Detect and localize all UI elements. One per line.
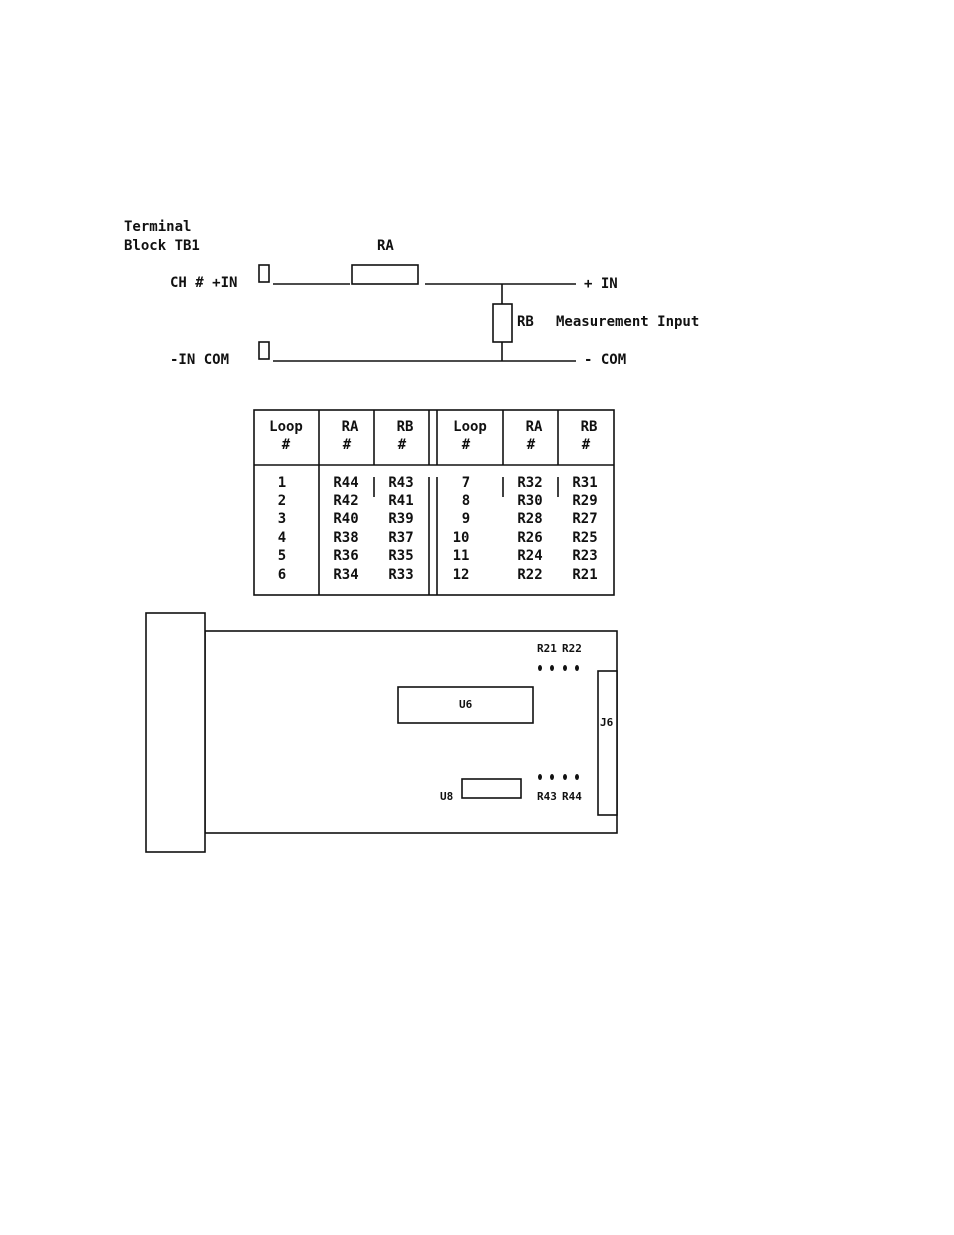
rb-label: RB: [517, 314, 534, 330]
svg-text:R30: R30: [517, 493, 542, 509]
terminal-plus-in: [259, 265, 269, 282]
svg-text:R41: R41: [388, 493, 413, 509]
svg-text:10: 10: [453, 530, 470, 546]
chip-u8: [462, 779, 521, 798]
svg-text:8: 8: [462, 493, 470, 509]
resistor-table: Loop # RA # RB # Loop # RA # RB # 1 R44 …: [254, 410, 614, 595]
svg-text:R42: R42: [333, 493, 358, 509]
svg-text:R35: R35: [388, 548, 413, 564]
u8-label: U8: [440, 790, 453, 803]
header-ra-2-num: #: [527, 437, 536, 453]
svg-text:R24: R24: [517, 548, 542, 564]
svg-text:12: 12: [453, 567, 470, 583]
header-rb-1-num: #: [398, 437, 407, 453]
svg-text:R22: R22: [517, 567, 542, 583]
r22-label: R22: [562, 642, 582, 655]
svg-text:R37: R37: [388, 530, 413, 546]
svg-text:5: 5: [278, 548, 286, 564]
ch-in-label: CH # +IN: [170, 275, 237, 291]
svg-text:R43: R43: [388, 475, 413, 491]
header-rb-1: RB: [397, 419, 414, 435]
connector-j6: [598, 671, 617, 815]
measurement-label: Measurement Input: [556, 314, 699, 330]
svg-text:6: 6: [278, 567, 286, 583]
svg-text:R33: R33: [388, 567, 413, 583]
terminal-in-com: [259, 342, 269, 359]
header-ra-2: RA: [526, 419, 543, 435]
resistor-rb: [493, 304, 512, 342]
r43-label: R43: [537, 790, 557, 803]
header-loop-2-num: #: [462, 437, 471, 453]
svg-text:2: 2: [278, 493, 286, 509]
header-loop-1: Loop: [269, 419, 303, 435]
svg-text:R32: R32: [517, 475, 542, 491]
u6-label: U6: [459, 698, 473, 711]
header-loop-2: Loop: [453, 419, 487, 435]
svg-text:R36: R36: [333, 548, 358, 564]
svg-text:R21: R21: [572, 567, 597, 583]
svg-text:R25: R25: [572, 530, 597, 546]
svg-text:4: 4: [278, 530, 286, 546]
svg-text:R23: R23: [572, 548, 597, 564]
plus-in-label: + IN: [584, 276, 618, 292]
header-ra-1: RA: [342, 419, 359, 435]
svg-text:R26: R26: [517, 530, 542, 546]
board-front-panel: [146, 613, 205, 852]
svg-text:11: 11: [453, 548, 470, 564]
header-rb-2-num: #: [582, 437, 591, 453]
j6-label: J6: [600, 716, 614, 729]
header-loop-1-num: #: [282, 437, 291, 453]
svg-text:R38: R38: [333, 530, 358, 546]
r44-label: R44: [562, 790, 582, 803]
svg-text:R28: R28: [517, 511, 542, 527]
minus-com-label: - COM: [584, 352, 626, 368]
svg-text:R29: R29: [572, 493, 597, 509]
circuit-board: J6 U6 U8 R21 R22 R43 R44: [146, 613, 617, 852]
header-ra-1-num: #: [343, 437, 352, 453]
ra-label: RA: [377, 238, 394, 254]
r21-label: R21: [537, 642, 557, 655]
header-rb-2: RB: [581, 419, 598, 435]
svg-text:7: 7: [462, 475, 470, 491]
terminal-label-line2: Block TB1: [124, 238, 200, 254]
svg-text:R31: R31: [572, 475, 597, 491]
svg-text:R27: R27: [572, 511, 597, 527]
svg-text:1: 1: [278, 475, 286, 491]
svg-text:R40: R40: [333, 511, 358, 527]
svg-text:R39: R39: [388, 511, 413, 527]
svg-text:9: 9: [462, 511, 470, 527]
svg-text:R34: R34: [333, 567, 358, 583]
terminal-label-line1: Terminal: [124, 219, 191, 235]
circuit-schematic: Terminal Block TB1 RA CH # +IN -IN COM R…: [124, 219, 699, 368]
resistor-ra: [352, 265, 418, 284]
in-com-label: -IN COM: [170, 352, 229, 368]
svg-text:R44: R44: [333, 475, 358, 491]
table-border: [254, 410, 614, 595]
svg-text:3: 3: [278, 511, 286, 527]
